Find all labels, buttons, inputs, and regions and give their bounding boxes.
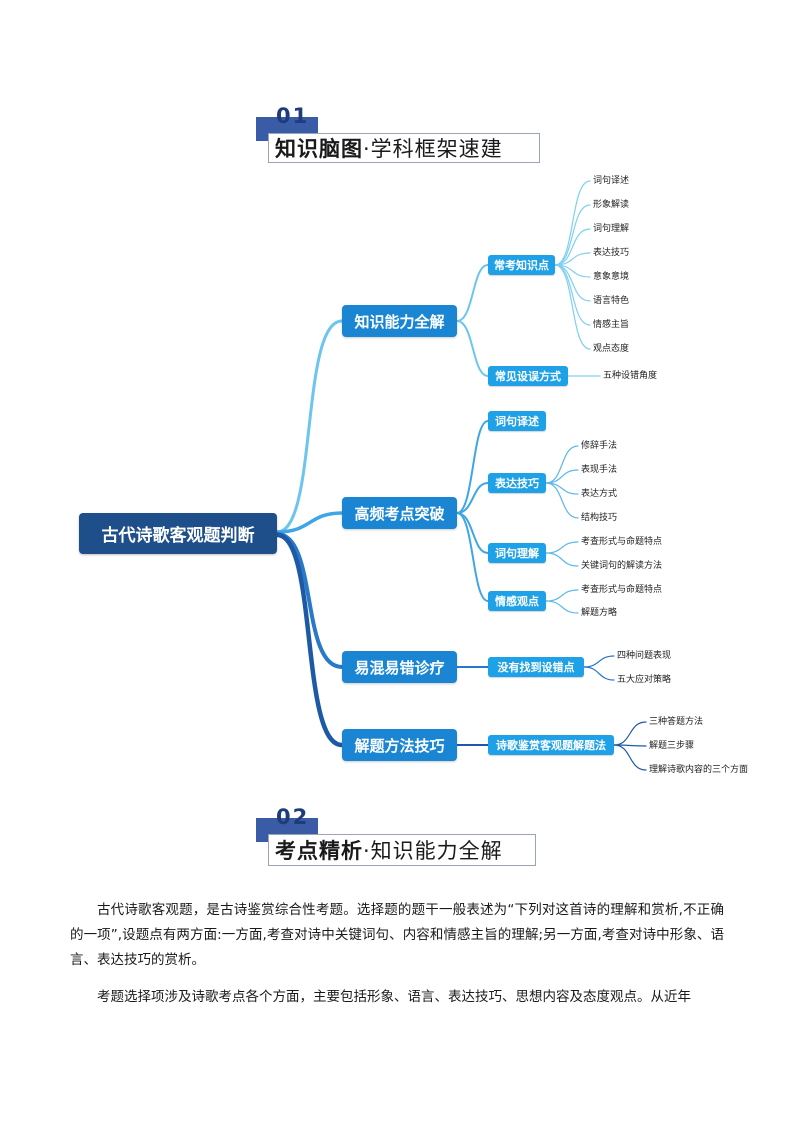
body-paragraph-2: 考题选择项涉及诗歌考点各个方面，主要包括形象、语言、表达技巧、思想内容及态度观点… [97, 989, 691, 1005]
mindmap-leaf: 表现手法 [581, 465, 618, 475]
mindmap-leaf: 词句译述 [593, 176, 630, 186]
mindmap-leaf: 形象解读 [593, 200, 630, 210]
mindmap-leaf: 五种设错角度 [603, 371, 658, 381]
mindmap-leaf: 结构技巧 [581, 513, 618, 523]
connector-b2-c1 [456, 420, 489, 514]
connector-b2-c2 [456, 482, 489, 514]
mindmap-leaf: 关键词句的解读方法 [581, 561, 663, 571]
mindmap-leaf: 四种问题表现 [617, 651, 672, 661]
connector-root-b3 [275, 532, 344, 669]
mindmap-connectors [274, 180, 647, 771]
mindmap-node-no-error-found: 没有找到设错点 [488, 657, 584, 677]
body-paragraph-1: 古代诗歌客观题，是古诗鉴赏综合性考题。选择题的题干一般表述为“下列对这首诗的理解… [70, 902, 724, 968]
mindmap-leaf: 词句理解 [593, 224, 630, 234]
mindmap-leaf: 修辞手法 [581, 441, 618, 451]
mindmap-leaf: 情感主旨 [593, 320, 630, 330]
section-number-2: 02 [276, 805, 310, 829]
section-title-2-bold: 考点精析 [275, 839, 363, 863]
section-title-2: 考点精析·知识能力全解 [268, 834, 536, 866]
section-title-1: 知识脑图·学科框架速建 [268, 133, 540, 163]
mindmap-node-error-patterns: 常见设误方式 [488, 366, 568, 386]
mindmap-root: 古代诗歌客观题判断 [79, 513, 277, 554]
mindmap-leaf: 表达技巧 [593, 248, 630, 258]
connector-root-b1 [275, 319, 344, 534]
connector-b2-c4 [456, 512, 489, 602]
mindmap-leaf: 表达方式 [581, 489, 618, 499]
mindmap-leaf: 意象意境 [593, 272, 630, 282]
mindmap-branch-knowledge: 知识能力全解 [342, 305, 457, 337]
mindmap-node-sentence-translation: 词句译述 [488, 411, 546, 431]
mindmap-leaf: 解题三步骤 [649, 741, 695, 751]
mindmap-leaf: 考查形式与命题特点 [581, 585, 663, 595]
section-title-1-rest: ·学科框架速建 [363, 137, 503, 161]
mindmap-leaf: 五大应对策略 [617, 675, 672, 685]
mindmap-node-expression-skills: 表达技巧 [488, 473, 546, 493]
mindmap-leaf: 考查形式与命题特点 [581, 537, 663, 547]
mindmap-node-sentence-understanding: 词句理解 [488, 543, 546, 563]
mindmap-node-emotion-view: 情感观点 [488, 591, 546, 611]
connector-b2-c3 [456, 512, 489, 554]
mindmap-branch-methods: 解题方法技巧 [342, 729, 457, 761]
mindmap-leaf: 语言特色 [593, 296, 630, 306]
section-title-2-rest: ·知识能力全解 [363, 839, 503, 863]
mindmap-branch-confusion: 易混易错诊疗 [342, 651, 457, 683]
mindmap-node-poetry-method: 诗歌鉴赏客观题解题法 [488, 735, 614, 755]
connector-root-b4 [274, 532, 345, 748]
mindmap-branch-highfreq: 高频考点突破 [342, 497, 457, 529]
connector-b1-c2 [456, 320, 489, 377]
section-number-1: 01 [276, 104, 310, 128]
mindmap-node-common-points: 常考知识点 [488, 255, 555, 275]
section-title-1-bold: 知识脑图 [275, 137, 363, 161]
connector-root-b2 [275, 511, 344, 534]
mindmap-leaf: 观点态度 [593, 344, 630, 354]
mindmap-leaf: 理解诗歌内容的三个方面 [649, 765, 749, 775]
mindmap-leaf: 三种答题方法 [649, 717, 704, 727]
mindmap-leaf: 解题方略 [581, 608, 618, 618]
connector-b1-c1 [456, 264, 489, 322]
